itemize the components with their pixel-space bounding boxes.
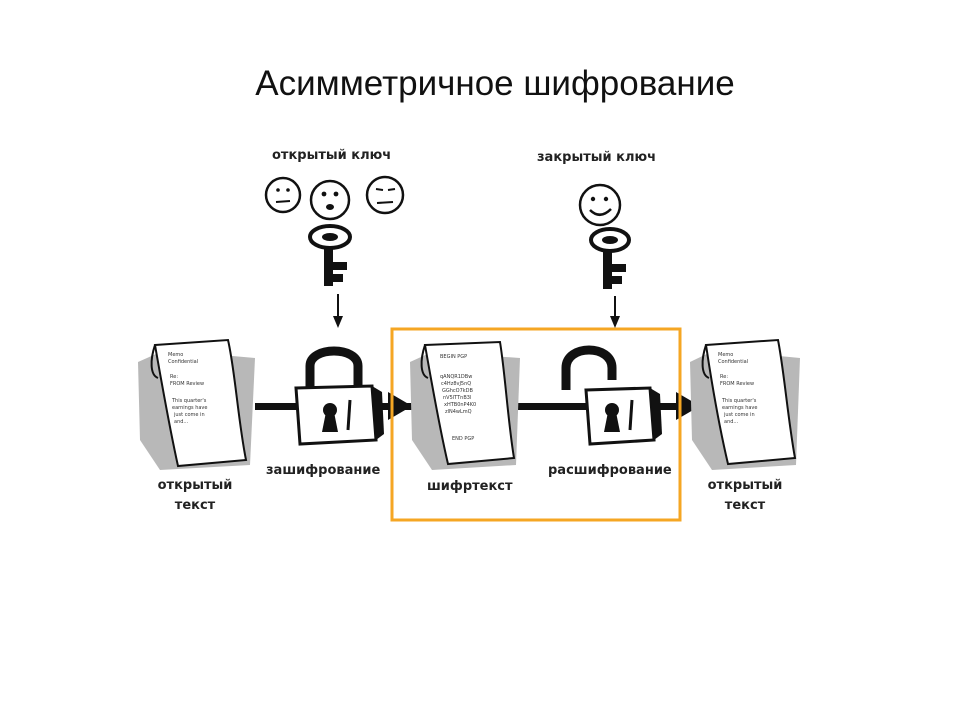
ciphertext-label: шифртекст <box>427 479 513 494</box>
plain-right-line-3: Re: <box>720 374 728 380</box>
plain-line-4: FROM Review <box>170 381 204 387</box>
plaintext-document-left: Memo Confidential Re: FROM Review This q… <box>138 338 255 470</box>
plain-right-line-4: FROM Review <box>720 381 754 387</box>
plain-line-6: earnings have <box>172 405 207 411</box>
cipher-line-7: zlN4wLmQ <box>445 409 472 415</box>
private-key-label: закрытый ключ <box>537 150 657 165</box>
encryption-label: зашифрование <box>266 463 381 478</box>
plaintext-left-line-2: текст <box>174 498 216 513</box>
public-key-faces <box>264 175 405 221</box>
cipher-line-1: BEGIN PGP <box>440 354 467 360</box>
plaintext-left-label: открытый текст <box>150 476 240 516</box>
public-key-icon <box>308 224 352 286</box>
highlight-box <box>390 327 682 522</box>
plain-right-line-6: earnings have <box>722 405 757 411</box>
face-icon-2 <box>309 179 351 221</box>
private-key-icon <box>589 227 631 289</box>
page-title: Асимметричное шифрование <box>255 64 735 103</box>
plain-right-line-2: Confidential <box>718 359 748 365</box>
plain-right-line-1: Memo <box>718 352 733 358</box>
flow-arrow-1 <box>388 392 412 420</box>
public-key-label: открытый ключ <box>272 148 392 163</box>
open-lock-icon <box>561 345 662 446</box>
plain-right-line-8: and... <box>724 419 739 425</box>
plaintext-document-right: Memo Confidential Re: FROM Review This q… <box>690 338 800 470</box>
plain-line-1: Memo <box>168 352 183 358</box>
plain-line-2: Confidential <box>168 359 198 365</box>
plaintext-right-line-1: открытый <box>707 478 783 493</box>
face-icon-1 <box>264 176 302 214</box>
plain-line-5: This quarter's <box>171 398 207 404</box>
cipher-line-6: xHTB0nP4K0 <box>444 402 476 408</box>
plain-line-3: Re: <box>170 374 178 380</box>
plaintext-right-line-2: текст <box>724 498 766 513</box>
plaintext-right-label: открытый текст <box>700 476 790 516</box>
cipher-line-5: nV5lTTnB3l <box>443 395 471 401</box>
plain-line-8: and... <box>174 419 189 425</box>
flow-arrow-2 <box>676 392 700 420</box>
plain-line-7: just come in <box>173 412 205 418</box>
plaintext-left-line-1: открытый <box>157 478 233 493</box>
plain-right-line-5: This quarter's <box>721 398 757 404</box>
closed-lock-icon <box>294 346 384 446</box>
cipher-line-8: END PGP <box>452 436 474 442</box>
cipher-line-4: GGhcO7kDB <box>442 388 474 394</box>
face-icon-3 <box>365 175 405 215</box>
ciphertext-document: BEGIN PGP qANQR1DBw c4Hz8vJ5nQ GGhcO7kDB… <box>410 340 520 470</box>
decryption-label: расшифрование <box>548 463 672 478</box>
cipher-line-3: c4Hz8vJ5nQ <box>441 381 471 387</box>
cipher-line-2: qANQR1DBw <box>440 374 472 380</box>
private-key-face-icon <box>578 183 622 227</box>
plain-right-line-7: just come in <box>723 412 755 418</box>
